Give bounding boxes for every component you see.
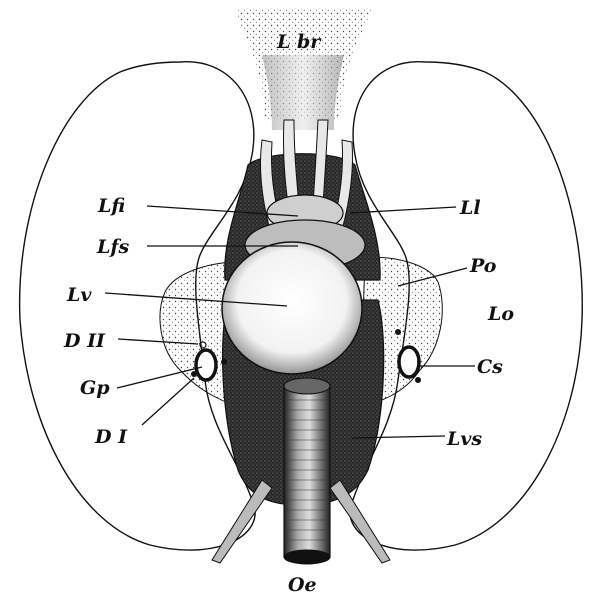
label-lfi: Lfi <box>97 195 125 217</box>
label-lbr: L br <box>276 31 322 53</box>
gp-ring <box>196 350 216 380</box>
label-lvs: Lvs <box>446 428 482 450</box>
label-po: Po <box>469 255 497 277</box>
label-lv: Lv <box>66 284 92 306</box>
label-cs: Cs <box>477 356 503 378</box>
label-d1: D I <box>94 426 128 448</box>
label-lo: Lo <box>487 303 514 325</box>
label-ll: Ll <box>459 197 481 219</box>
label-lfs: Lfs <box>96 236 130 258</box>
label-gp: Gp <box>80 377 110 399</box>
cs-ring <box>399 347 419 377</box>
label-d2: D II <box>63 330 106 352</box>
label-oe: Oe <box>288 574 317 596</box>
oesophagus <box>284 378 330 564</box>
vertical-lobe <box>222 242 362 374</box>
